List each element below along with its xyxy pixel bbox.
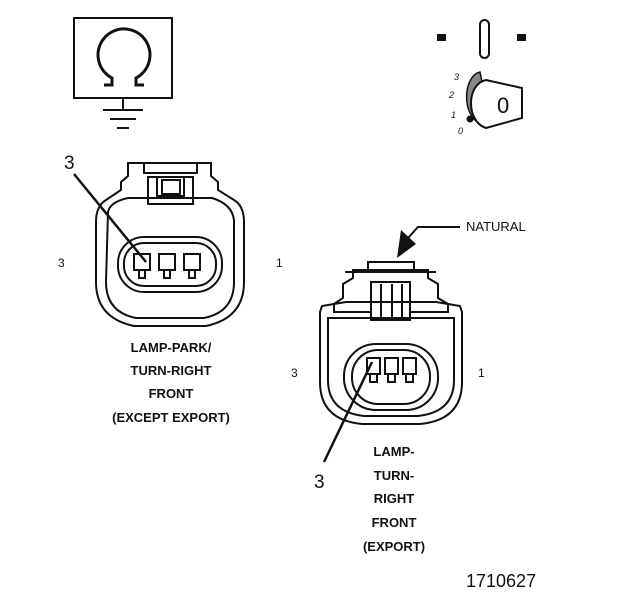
figure-id: 1710627 xyxy=(466,571,536,591)
pin-label-left: 3 xyxy=(58,256,65,270)
connector-park-turn-right-front: 3 3 1 LAMP-PARK/ TURN-RIGHT FRONT (EXCEP… xyxy=(58,153,283,425)
natural-label: NATURAL xyxy=(466,219,526,234)
caption-line: TURN- xyxy=(374,468,414,483)
pin-callout-number: 3 xyxy=(64,153,75,174)
caption-line: (EXCEPT EXPORT) xyxy=(112,410,230,425)
pin-callout-line xyxy=(322,361,374,463)
connector-caption: LAMP- TURN- RIGHT FRONT (EXPORT) xyxy=(363,444,425,554)
ignition-position-3: 3 xyxy=(454,72,459,82)
ohmmeter-ground-icon xyxy=(73,17,173,129)
pin-label-right: 1 xyxy=(478,366,485,380)
three-pin-connector-icon xyxy=(319,261,463,425)
pin-label-left: 3 xyxy=(291,366,298,380)
pin-callout-line xyxy=(73,173,147,263)
connector-turn-right-front-export: NATURAL 3 3 xyxy=(291,219,526,554)
pin-callout-number: 3 xyxy=(314,472,325,493)
ignition-position-1: 1 xyxy=(451,110,456,120)
pin-label-right: 1 xyxy=(276,256,283,270)
caption-line: LAMP- xyxy=(373,444,414,459)
ignition-position-0: 0 xyxy=(458,126,463,136)
natural-arrowhead xyxy=(397,230,416,258)
caption-line: FRONT xyxy=(372,515,417,530)
caption-line: TURN-RIGHT xyxy=(131,363,212,378)
connector-caption: LAMP-PARK/ TURN-RIGHT FRONT (EXCEPT EXPO… xyxy=(112,340,230,425)
ignition-key-switch-icon: 0 3 2 1 0 xyxy=(437,19,526,136)
caption-line: FRONT xyxy=(149,386,194,401)
caption-line: RIGHT xyxy=(374,491,415,506)
caption-line: LAMP-PARK/ xyxy=(131,340,212,355)
ignition-key-label: 0 xyxy=(497,93,509,118)
ignition-position-2: 2 xyxy=(448,90,454,100)
three-pin-connector-icon xyxy=(95,162,245,327)
natural-leader-line xyxy=(407,226,460,239)
caption-line: (EXPORT) xyxy=(363,539,425,554)
